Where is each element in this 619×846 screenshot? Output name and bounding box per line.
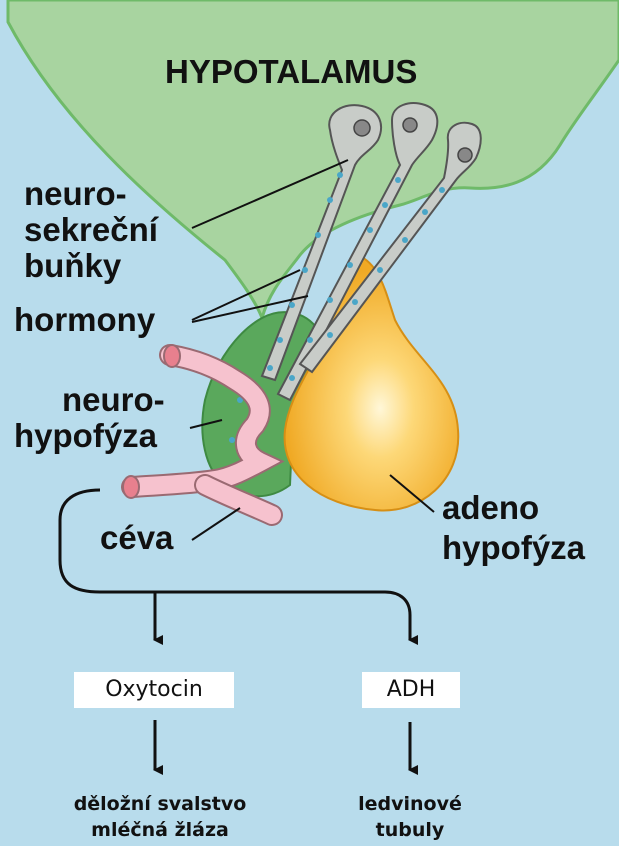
label-vessel: céva bbox=[100, 520, 173, 556]
label-neurosecretory-line3: buňky bbox=[24, 248, 121, 284]
target-oxytocin-line2: mléčná žláza bbox=[40, 818, 280, 842]
title-hypothalamus: HYPOTALAMUS bbox=[165, 54, 417, 90]
label-adenohypophysis-line1: adeno bbox=[442, 490, 539, 526]
target-adh-line2: tubuly bbox=[340, 818, 480, 842]
target-adh-line1: ledvinové bbox=[340, 792, 480, 816]
label-neurosecretory-line1: neuro- bbox=[24, 176, 127, 212]
label-neurosecretory-line2: sekreční bbox=[24, 212, 158, 248]
oxytocin-box: Oxytocin bbox=[74, 672, 234, 708]
adh-box: ADH bbox=[362, 672, 460, 708]
label-adenohypophysis-line2: hypofýza bbox=[442, 530, 585, 566]
label-neurohypophysis-line2: hypofýza bbox=[14, 418, 157, 454]
label-hormones: hormony bbox=[14, 302, 155, 338]
target-oxytocin-line1: děložní svalstvo bbox=[40, 792, 280, 816]
label-neurohypophysis-line1: neuro- bbox=[62, 382, 165, 418]
